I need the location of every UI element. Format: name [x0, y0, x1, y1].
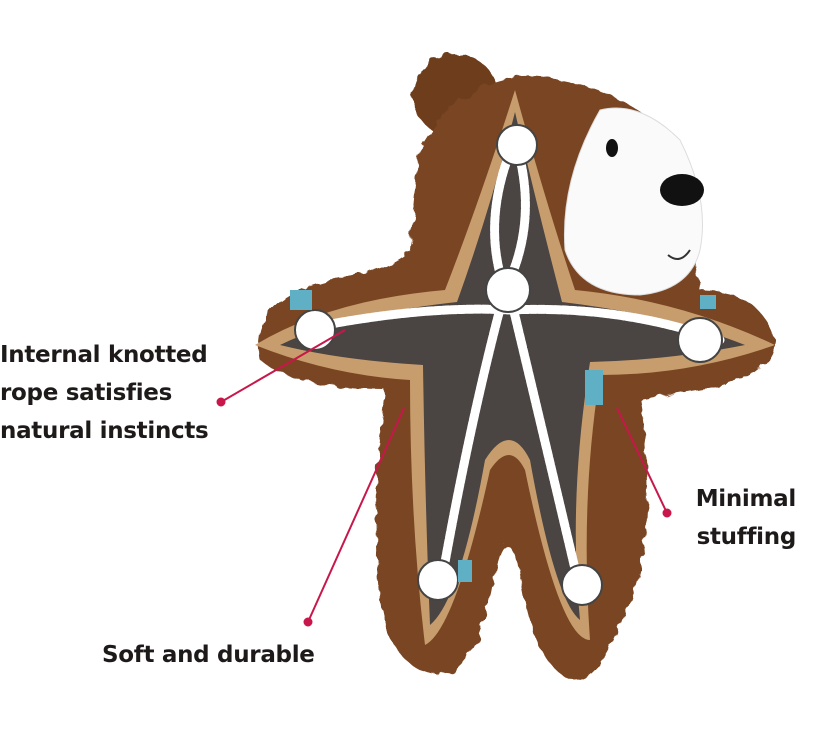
callout-text: stuffing: [696, 524, 797, 550]
rope-knots: [294, 124, 723, 606]
eye: [606, 139, 618, 157]
callout-rope: Internal knotted rope satisfies natural …: [0, 336, 209, 450]
inner-panel: [280, 112, 745, 625]
nose: [660, 174, 704, 206]
blue-patches: [290, 290, 716, 582]
callout-text: Internal knotted: [0, 342, 208, 368]
callout-text: Minimal: [695, 486, 797, 512]
bear-face: [563, 107, 704, 296]
callout-stuffing: Minimal stuffing: [695, 480, 797, 556]
callout-text: rope satisfies: [0, 380, 172, 406]
callout-lines: [216, 329, 672, 627]
callout-soft: Soft and durable: [102, 636, 315, 674]
callout-text: Soft and durable: [102, 642, 315, 668]
callout-text: natural instincts: [0, 418, 209, 444]
